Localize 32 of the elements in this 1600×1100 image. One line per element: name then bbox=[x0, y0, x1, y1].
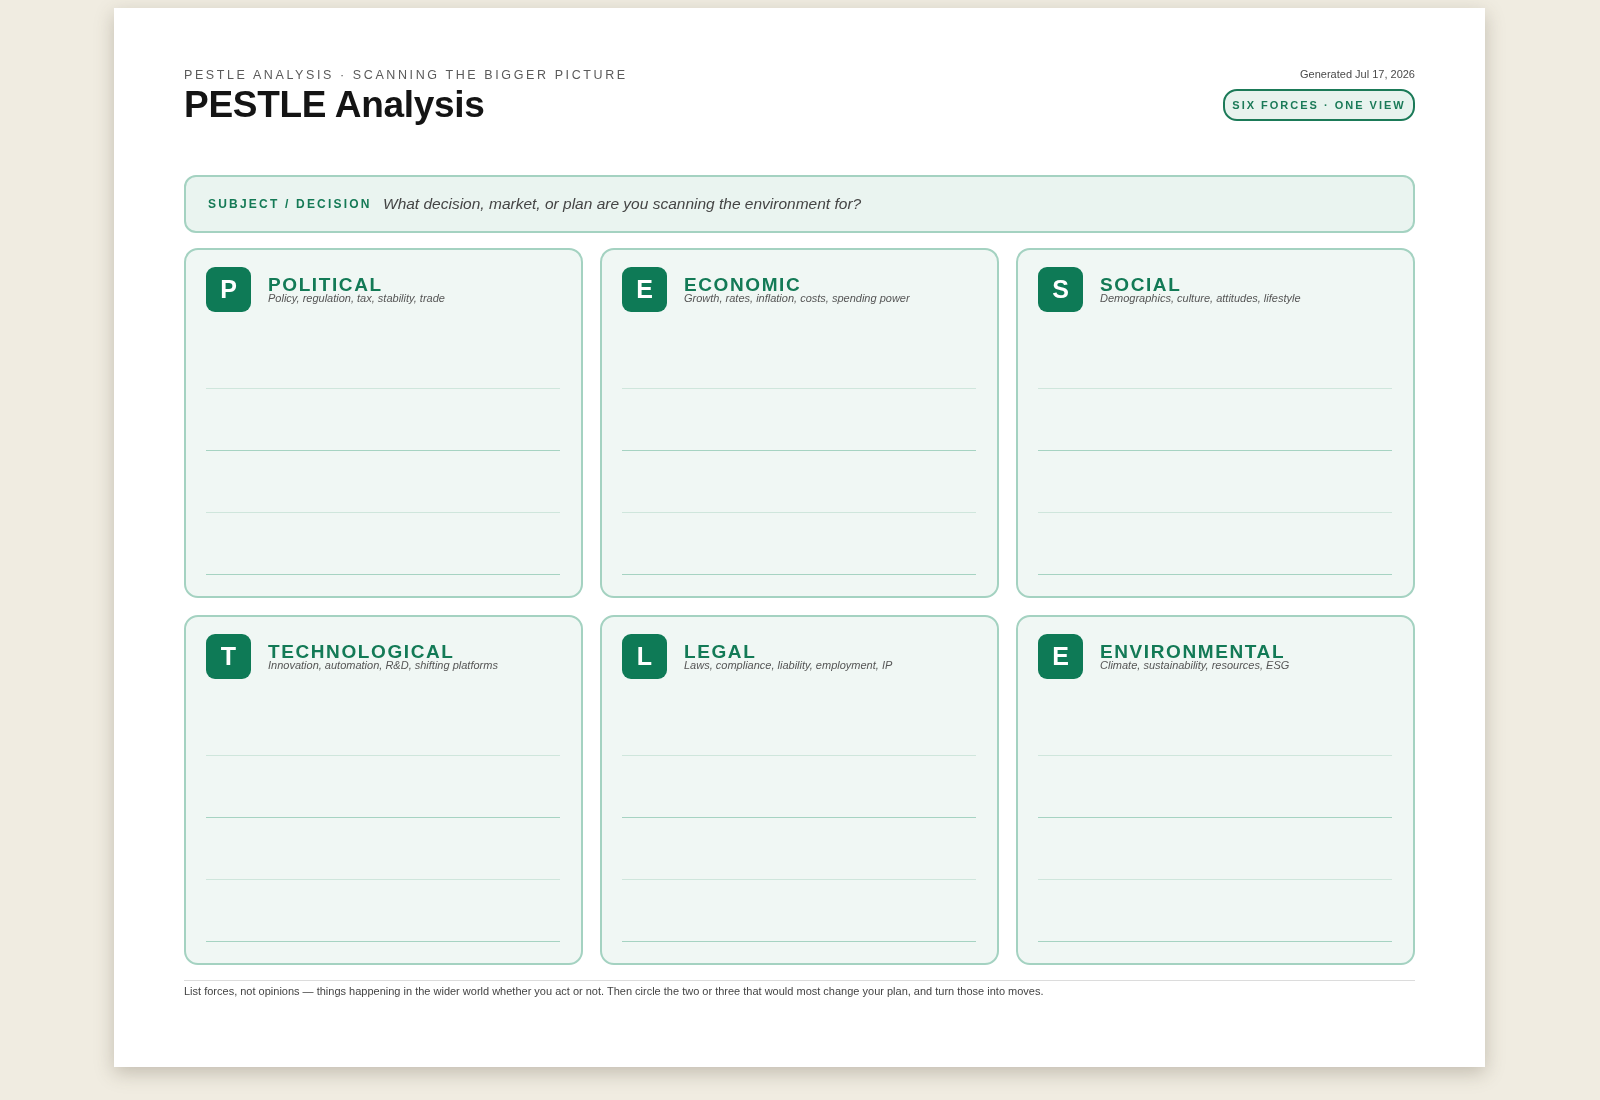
category-heading: ECONOMIC bbox=[684, 275, 802, 294]
category-description: Growth, rates, inflation, costs, spending power bbox=[684, 292, 910, 305]
category-description: Policy, regulation, tax, stability, trade bbox=[268, 292, 445, 305]
category-card bbox=[600, 615, 999, 965]
category-card bbox=[184, 615, 583, 965]
category-card bbox=[1016, 615, 1415, 965]
field-label: SUBJECT / DECISION bbox=[208, 198, 372, 210]
category-heading: ENVIRONMENTAL bbox=[1100, 642, 1286, 661]
category-description: Demographics, culture, attitudes, lifestyle bbox=[1100, 292, 1301, 305]
category-description: Climate, sustainability, resources, ESG bbox=[1100, 659, 1290, 672]
subject-field bbox=[184, 175, 1415, 233]
placeholder-text: What decision, market, or plan are you scanning the environment for? bbox=[383, 195, 862, 213]
letter-tile: T bbox=[206, 634, 251, 679]
category-heading: POLITICAL bbox=[268, 275, 383, 294]
category-description: Laws, compliance, liability, employment, IP bbox=[684, 659, 893, 672]
date-text: Generated Jul 17, 2026 bbox=[1300, 69, 1415, 80]
letter-tile: L bbox=[622, 634, 667, 679]
letter-tile: P bbox=[206, 267, 251, 312]
letter-tile: S bbox=[1038, 267, 1083, 312]
category-card bbox=[184, 248, 583, 598]
category-heading: SOCIAL bbox=[1100, 275, 1182, 294]
category-card bbox=[1016, 248, 1415, 598]
category-description: Innovation, automation, R&D, shifting platforms bbox=[268, 659, 498, 672]
page-title: PESTLE Analysis bbox=[184, 86, 485, 123]
eyebrow-text: PESTLE ANALYSIS · SCANNING THE BIGGER PICTURE bbox=[184, 69, 628, 82]
category-heading: TECHNOLOGICAL bbox=[268, 642, 455, 661]
footer-note: List forces, not opinions — things happening in the wider world whether you act or not. Then circle the two or three that would most change your plan, and turn those into moves. bbox=[184, 986, 1044, 997]
category-heading: LEGAL bbox=[684, 642, 757, 661]
tagline-badge: SIX FORCES · ONE VIEW bbox=[1223, 89, 1415, 121]
letter-tile: E bbox=[622, 267, 667, 312]
letter-tile: E bbox=[1038, 634, 1083, 679]
category-card bbox=[600, 248, 999, 598]
